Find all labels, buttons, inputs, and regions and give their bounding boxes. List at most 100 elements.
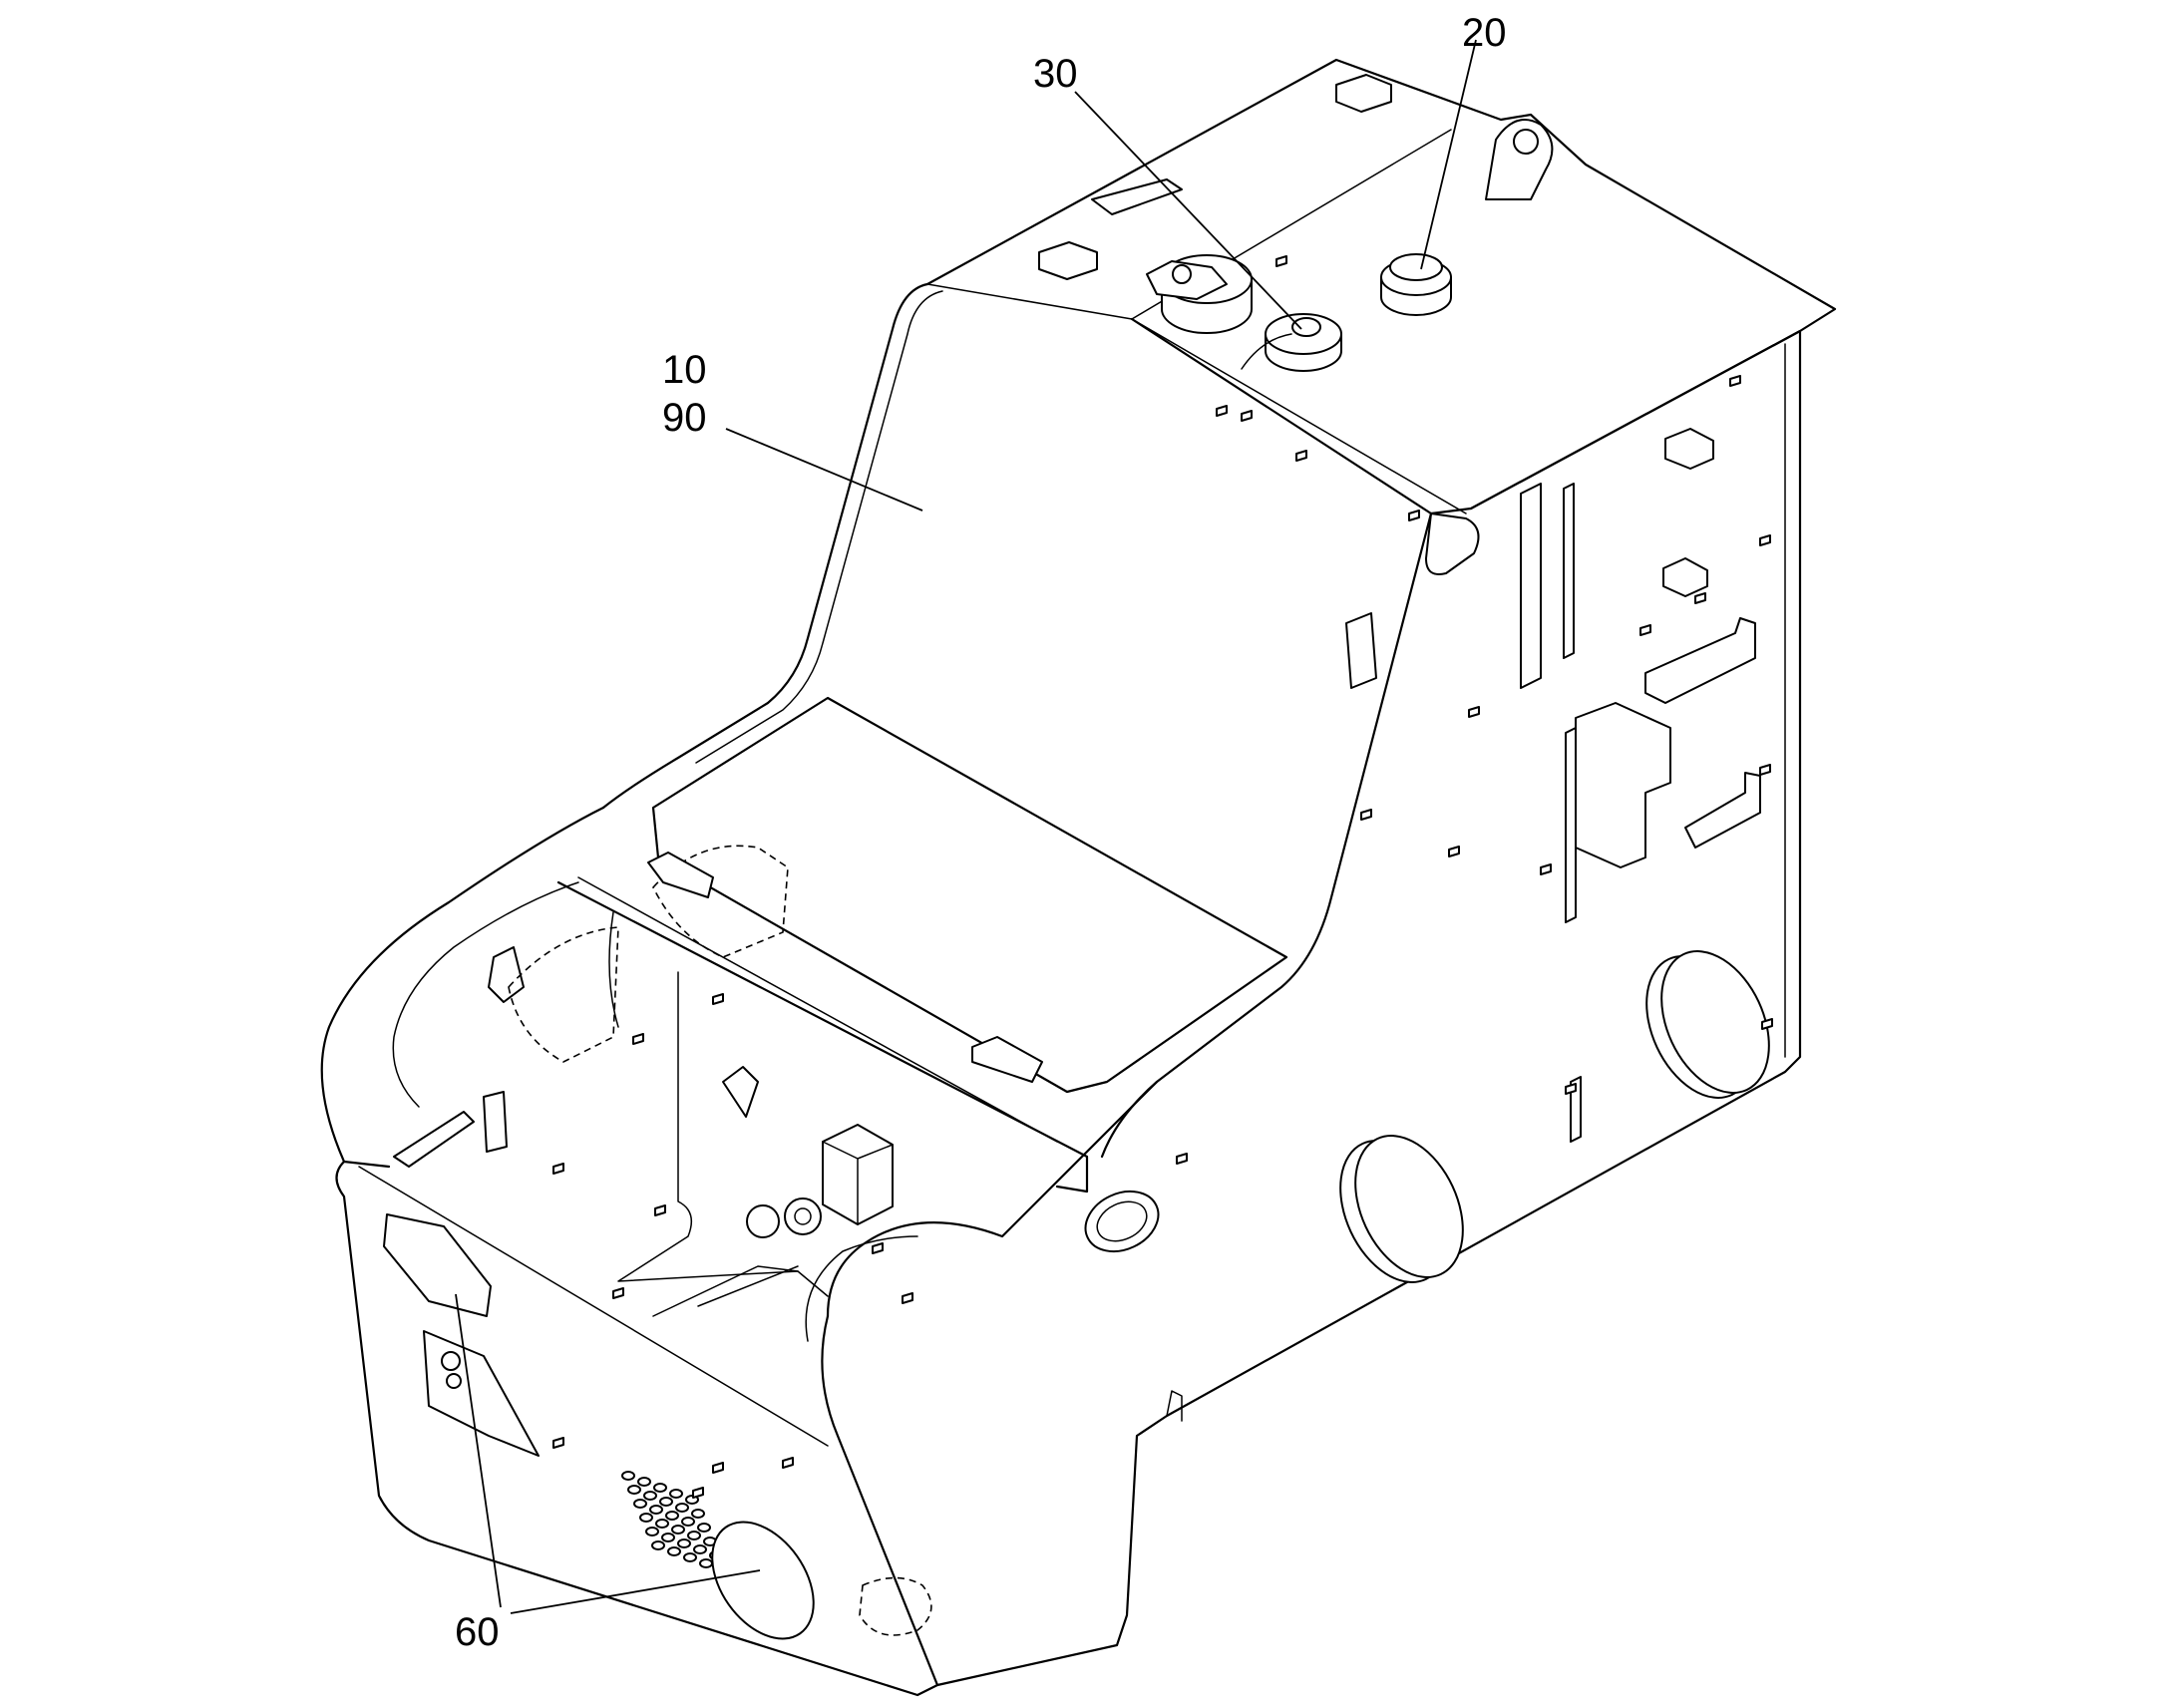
vent-hole	[691, 1509, 705, 1519]
top-pump-unit	[1146, 254, 1253, 334]
right-hood-inner	[805, 1235, 918, 1342]
rear-bracket-2	[1684, 772, 1761, 849]
filler-cap	[1380, 253, 1452, 316]
leader-30	[1074, 91, 1302, 330]
leader-20	[1420, 39, 1477, 270]
seat-floor-edge	[827, 697, 1287, 958]
callout-10: 10	[662, 348, 707, 392]
rear-panel-notch	[1166, 1390, 1183, 1422]
bolt-mark	[552, 1437, 564, 1449]
bolt-mark	[1360, 809, 1372, 821]
top-plate	[925, 58, 1837, 515]
vent-hole	[677, 1538, 691, 1548]
seat-floor-plate	[971, 1036, 1043, 1083]
inner-dashed-part-1	[508, 926, 619, 1063]
vent-hole	[683, 1552, 697, 1562]
vent-hole	[643, 1491, 657, 1501]
vent-hole	[667, 1546, 681, 1556]
valve-block-top	[822, 1141, 894, 1225]
bolt-dots	[552, 255, 1773, 1499]
bolt-mark	[1639, 624, 1651, 636]
vent-hole	[681, 1517, 695, 1527]
rear-bracket-1	[1644, 617, 1756, 704]
seat-back-panel-outer	[695, 290, 943, 764]
rear-block-2	[1662, 557, 1708, 597]
front-dashed-cutout	[859, 1576, 932, 1636]
bolt-mark	[612, 1287, 624, 1299]
vent-hole	[655, 1519, 669, 1529]
vent-hole	[675, 1503, 689, 1513]
bolt-mark	[872, 1242, 884, 1254]
inner-small-block	[483, 1091, 508, 1153]
callout-30: 30	[1033, 52, 1078, 96]
front-upper-rail	[556, 880, 1089, 1194]
top-block-2	[1038, 241, 1098, 280]
vent-hole	[699, 1558, 713, 1568]
vertical-strip-2	[1563, 483, 1575, 659]
inner-floor-line	[617, 971, 799, 1282]
bolt-mark	[1216, 405, 1228, 417]
vent-hole	[671, 1525, 685, 1535]
front-switch-recess	[423, 1330, 540, 1457]
hose-fitting	[746, 1197, 822, 1238]
vent-hole	[651, 1540, 665, 1550]
vent-hole	[653, 1483, 667, 1493]
vent-hole	[693, 1544, 707, 1554]
front-round-cover	[711, 1521, 815, 1640]
vent-hole	[639, 1513, 653, 1523]
bolt-mark	[1729, 375, 1741, 387]
leader-60-b	[510, 1569, 761, 1614]
inner-lower-left-plate	[393, 1111, 475, 1168]
front-top-edge	[358, 1166, 829, 1447]
bolt-mark	[632, 1033, 644, 1045]
left-side-frame	[320, 806, 605, 1169]
vent-hole	[633, 1499, 647, 1509]
round-cover-large	[1339, 1135, 1464, 1283]
bolt-mark	[1694, 592, 1706, 604]
vent-hole	[659, 1497, 673, 1507]
bolt-mark	[654, 1204, 666, 1216]
bolt-mark	[1565, 1083, 1577, 1095]
callout-90: 90	[662, 396, 707, 440]
inner-lower-frame	[652, 1265, 829, 1317]
vent-hole	[621, 1471, 635, 1481]
bolt-mark	[1275, 255, 1287, 267]
top-block-1	[1335, 74, 1392, 113]
bolt-mark	[1540, 863, 1552, 875]
vent-hole	[665, 1511, 679, 1521]
round-cover-rear	[1645, 950, 1770, 1099]
vent-hole	[649, 1505, 663, 1515]
bolt-mark	[1761, 1018, 1773, 1030]
front-plaque	[383, 1213, 492, 1317]
seat-floor	[651, 696, 1288, 1094]
seat-back-right-edge	[1100, 512, 1433, 1159]
left-side-frame-inner	[392, 881, 579, 1108]
bolt-mark	[712, 1462, 724, 1474]
bolt-mark	[1176, 1153, 1188, 1165]
oval-port-inner	[1096, 1200, 1148, 1242]
inner-bracket-left	[488, 946, 525, 1003]
vent-hole	[697, 1523, 711, 1533]
bolt-mark	[782, 1457, 794, 1469]
inner-tab	[722, 1066, 759, 1118]
vertical-strip-1	[1520, 483, 1542, 689]
bolt-mark	[1759, 534, 1771, 546]
bolt-mark	[1408, 510, 1420, 521]
vent-hole	[661, 1533, 675, 1542]
leader-60-a	[455, 1293, 502, 1608]
vent-hole	[627, 1485, 641, 1495]
bolt-mark	[712, 993, 724, 1005]
rear-slot	[1570, 1076, 1582, 1143]
vent-hole	[645, 1527, 659, 1537]
bolt-mark	[1448, 846, 1460, 857]
vent-hole	[669, 1489, 683, 1499]
rear-block-1	[1664, 428, 1714, 470]
bolt-mark	[692, 1487, 704, 1499]
bolt-mark	[1468, 706, 1480, 718]
bolt-mark	[1241, 410, 1253, 422]
inner-cable	[608, 911, 619, 1028]
level-sensor	[1241, 313, 1342, 372]
vent-hole	[637, 1477, 651, 1487]
bolt-mark	[1759, 764, 1771, 776]
vent-hole	[687, 1531, 701, 1540]
